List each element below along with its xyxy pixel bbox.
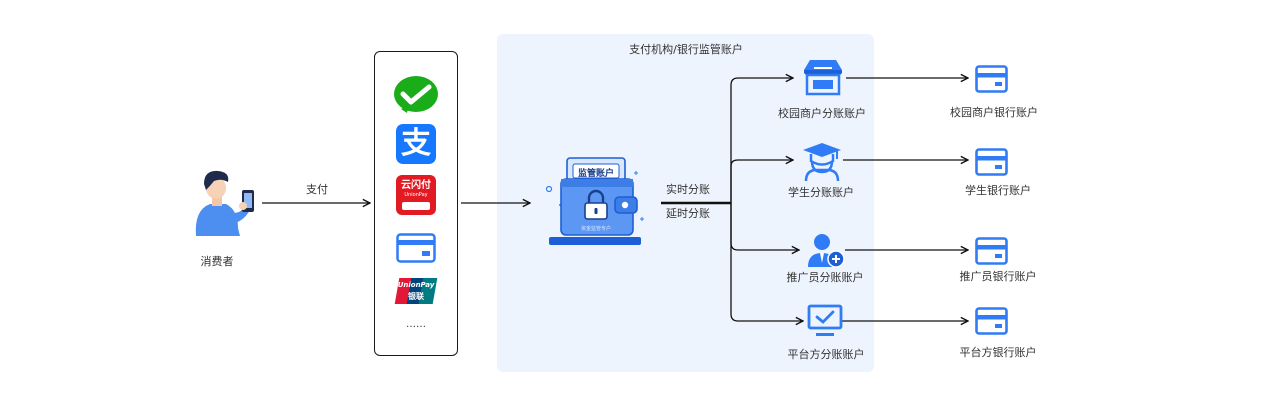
student-account-label: 学生分账账户 xyxy=(788,186,854,199)
branch-platform xyxy=(730,203,803,321)
wallet-footer: 资金监管专户 xyxy=(580,226,612,232)
unionpay-text: UnionPay xyxy=(397,281,435,289)
alipay-glyph: 支 xyxy=(401,126,431,161)
student-bank-card-icon xyxy=(975,148,1008,176)
wallet-label: 监管账户 xyxy=(577,169,615,179)
consumer-label: 消费者 xyxy=(200,255,234,268)
cloud-quickpass-icon: 云闪付 UnionPay xyxy=(396,175,436,215)
branch-promoter xyxy=(730,203,799,250)
store-icon xyxy=(804,60,842,96)
promoter-account-label: 推广员分账账户 xyxy=(786,271,864,284)
platform-bank-card-icon xyxy=(975,307,1008,335)
split-delayed-label: 延时分账 xyxy=(666,207,710,220)
platform-bank-label: 平台方银行账户 xyxy=(959,346,1037,359)
promoter-bank-card-icon xyxy=(975,237,1008,265)
promoter-icon xyxy=(808,234,845,268)
cloud-quickpass-text: 云闪付 xyxy=(401,180,431,191)
student-bank-label: 学生银行账户 xyxy=(965,184,1031,197)
branch-student xyxy=(730,160,793,203)
bank-card-icon xyxy=(396,233,436,263)
monitor-check-icon xyxy=(807,304,843,336)
consumer-illustration xyxy=(195,170,254,236)
split-realtime-label: 实时分账 xyxy=(666,183,710,196)
pay-edge-label: 支付 xyxy=(306,183,328,196)
wechat-pay-icon xyxy=(394,76,438,113)
more-methods: …… xyxy=(406,319,426,330)
supervision-wallet-icon xyxy=(545,157,644,245)
cloud-quickpass-subtext: UnionPay xyxy=(404,192,428,198)
store-bank-card-icon xyxy=(975,65,1008,93)
platform-title: 支付机构/银行监管账户 xyxy=(629,43,743,56)
alipay-icon: 支 xyxy=(396,124,436,164)
promoter-bank-label: 推广员银行账户 xyxy=(959,270,1037,283)
store-bank-label: 校园商户银行账户 xyxy=(950,106,1038,119)
graduate-icon xyxy=(803,143,841,181)
unionpay-icon: UnionPay 银联 xyxy=(394,278,438,304)
branch-store xyxy=(730,78,793,203)
store-account-label: 校园商户分账账户 xyxy=(778,107,866,120)
platform-account-label: 平台方分账账户 xyxy=(787,348,865,361)
unionpay-subtext: 银联 xyxy=(408,292,424,301)
